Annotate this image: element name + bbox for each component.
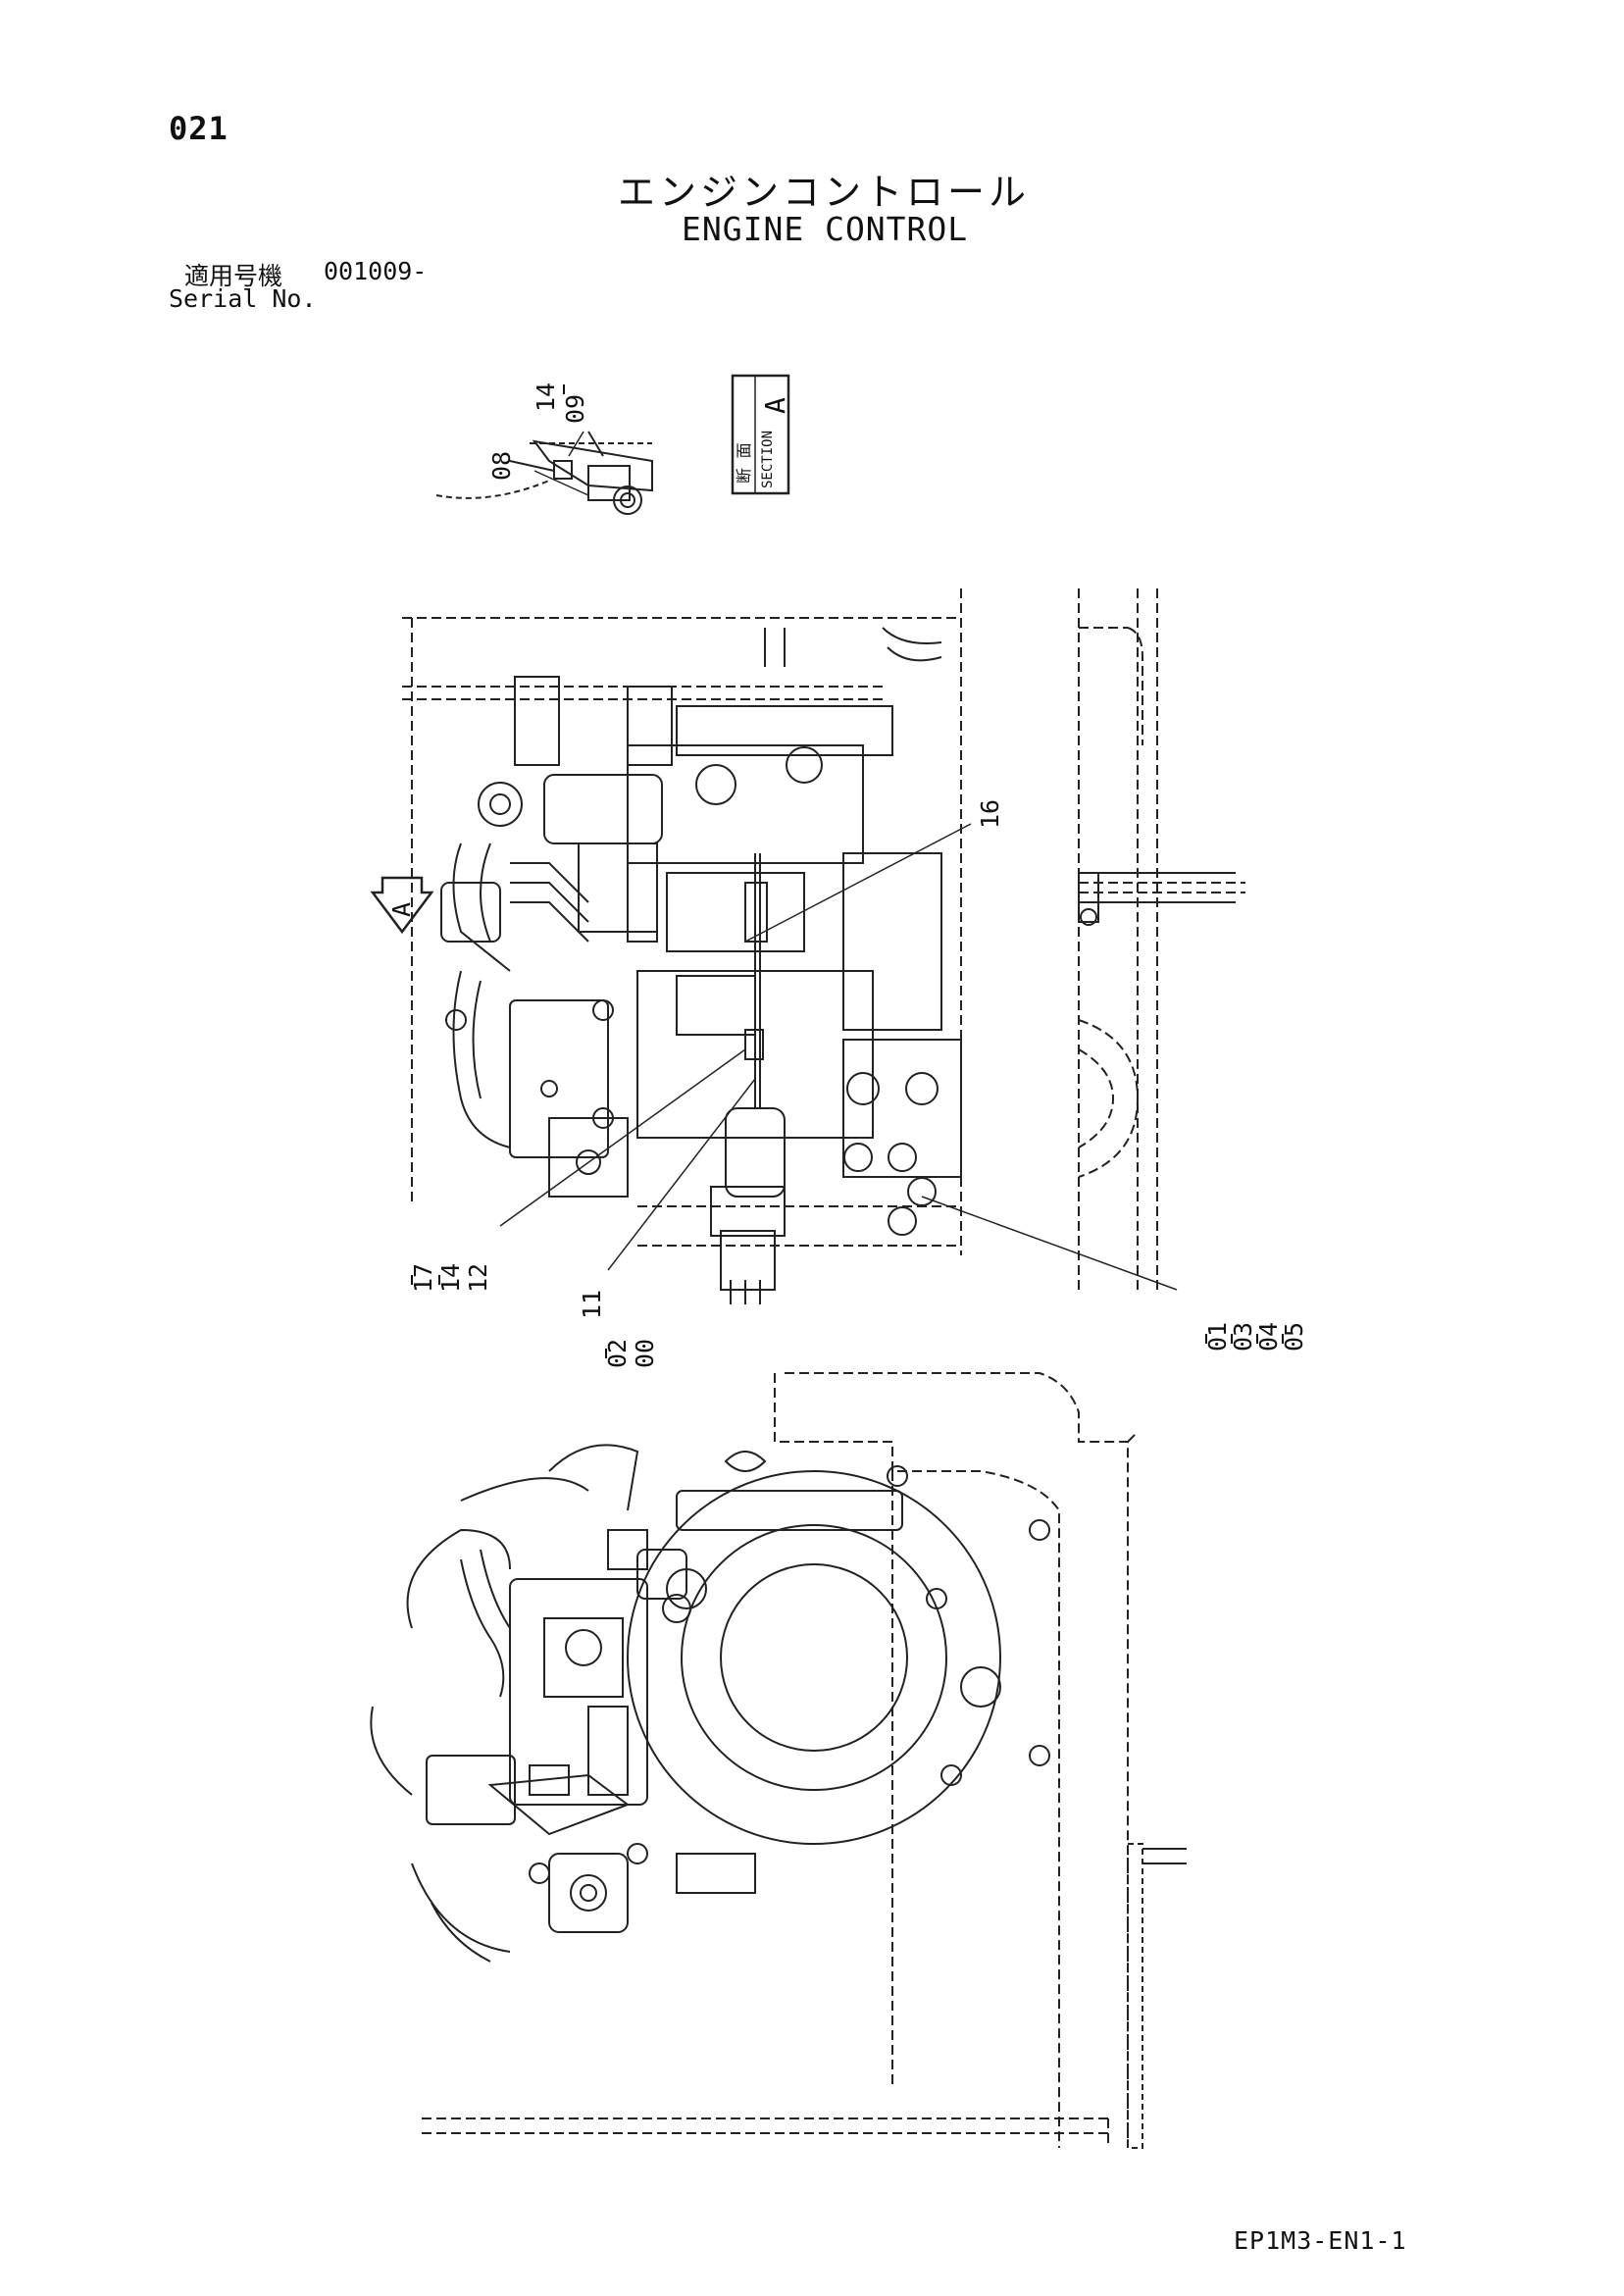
callout-detail-14: 14 [532, 383, 560, 412]
callout-03: 03 [1229, 1322, 1257, 1352]
page-title-english: ENGINE CONTROL [682, 210, 969, 248]
callout-labels: 16 17 14 12 11 02 00 01 03 04 05 [409, 799, 1308, 1368]
callout-14: 14 [436, 1263, 465, 1293]
section-label-english: SECTION [760, 431, 776, 488]
engine-top-view [402, 588, 1245, 1304]
callout-05: 05 [1280, 1322, 1308, 1352]
callout-00: 00 [631, 1339, 659, 1368]
view-arrow-a [370, 876, 434, 935]
section-detail-view [435, 431, 653, 515]
serial-number-value: 001009- [324, 257, 428, 285]
section-label-letter: A [759, 397, 791, 414]
callout-04: 04 [1254, 1322, 1283, 1352]
section-a-box [731, 374, 790, 495]
callout-12: 12 [464, 1263, 492, 1293]
callout-dashes [411, 384, 1284, 1358]
callout-detail-08: 08 [487, 451, 516, 481]
page-number: 021 [169, 110, 228, 147]
engine-front-view [370, 1372, 1187, 2149]
callout-16: 16 [976, 799, 1004, 829]
section-box-labels: 断 面 SECTION A [735, 397, 791, 488]
serial-label-japanese: 適用号機 [184, 262, 283, 290]
view-arrow-letter: A [387, 902, 416, 917]
section-detail-labels: 14 09 08 [487, 383, 589, 481]
callout-02: 02 [603, 1339, 632, 1368]
section-label-japanese: 断 面 [735, 442, 753, 484]
serial-label-english: Serial No. [169, 284, 317, 313]
callout-17: 17 [409, 1263, 437, 1293]
callout-detail-09: 09 [561, 394, 589, 424]
callout-01: 01 [1203, 1322, 1232, 1352]
callout-11: 11 [578, 1290, 606, 1319]
document-code: EP1M3-EN1-1 [1234, 2226, 1407, 2255]
page-title-japanese: エンジンコントロール [618, 171, 1031, 214]
leader-lines-top [499, 431, 1178, 1291]
